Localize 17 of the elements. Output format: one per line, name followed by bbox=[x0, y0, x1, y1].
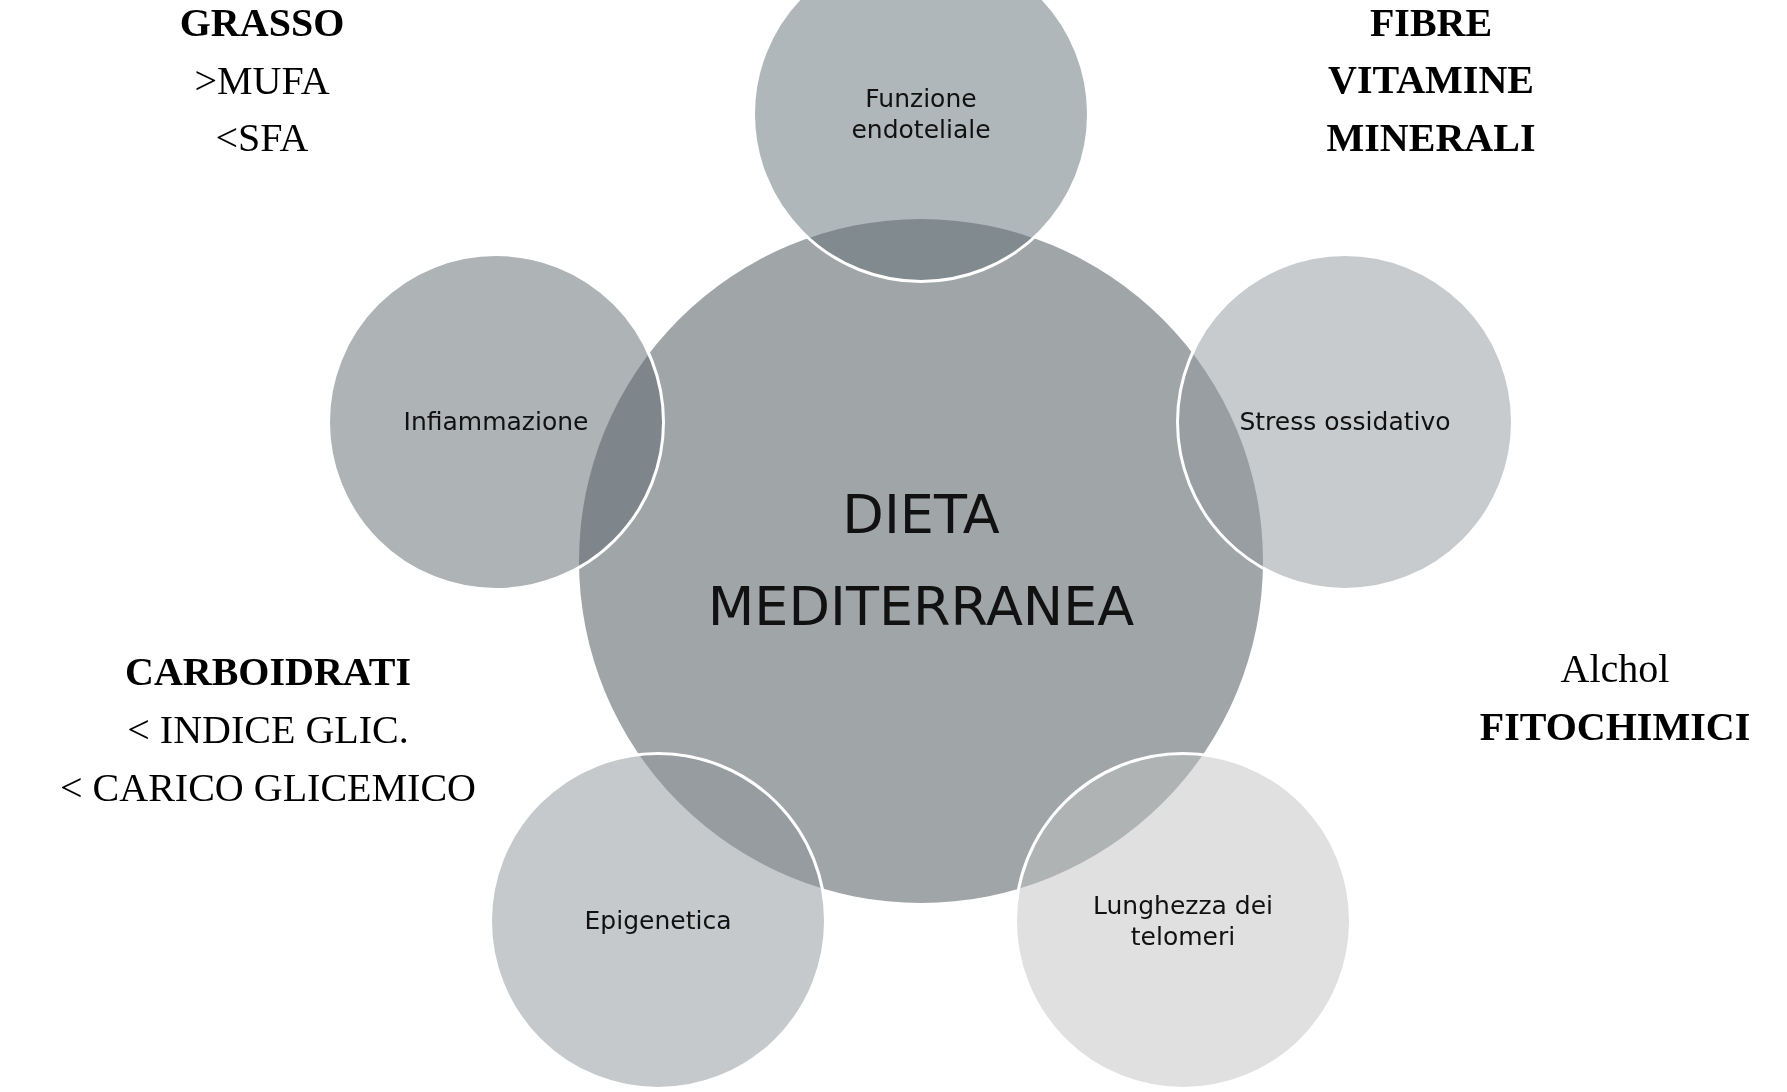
note-text: >MUFA bbox=[194, 61, 330, 101]
note-text: < INDICE GLIC. bbox=[127, 710, 409, 750]
note-text: Alchol bbox=[1560, 649, 1670, 689]
circle-label: Infiammazione bbox=[402, 406, 590, 438]
circle-label: Funzione endoteliale bbox=[850, 82, 992, 146]
circle-label: Epigenetica bbox=[583, 905, 733, 937]
note-text: FITOCHIMICI bbox=[1479, 707, 1751, 747]
note-text: FIBRE bbox=[1369, 3, 1493, 43]
note-text: <SFA bbox=[215, 118, 309, 158]
note-text: VITAMINE bbox=[1328, 60, 1534, 100]
circle-title: DIETA MEDITERRANEA bbox=[706, 482, 1136, 640]
note-text: < CARICO GLICEMICO bbox=[60, 768, 476, 808]
circle-label: Stress ossidativo bbox=[1238, 406, 1452, 438]
note-text: MINERALI bbox=[1326, 118, 1536, 158]
circle-label: Lunghezza dei telomeri bbox=[1092, 889, 1274, 953]
note-text: GRASSO bbox=[179, 3, 345, 43]
note-text: CARBOIDRATI bbox=[125, 652, 411, 692]
